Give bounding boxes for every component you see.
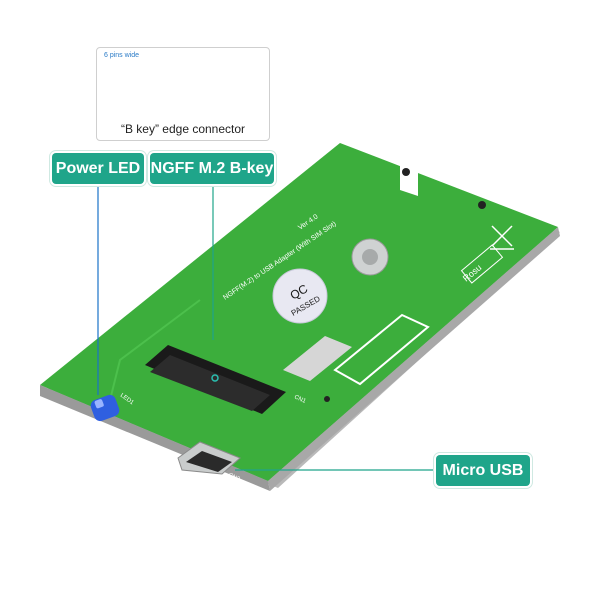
board-edge-right [268, 227, 560, 491]
mount-hole [478, 201, 486, 209]
ngff-callout: NGFF M.2 B-key [150, 153, 274, 184]
pins-width-label: 6 pins wide [104, 52, 140, 59]
sim-slot-outline [333, 313, 430, 386]
cn-label: CN1 [293, 394, 307, 405]
mount-hole [324, 396, 330, 402]
screw-head [362, 249, 378, 265]
qc-passed-sticker [272, 268, 328, 324]
edge-connector-inset: 6 pins wide “B key” edge connector [96, 47, 270, 141]
sim-contacts [283, 336, 352, 381]
m2-key-marker [211, 374, 219, 382]
weee-bin-icon [490, 225, 514, 250]
mount-hole [402, 168, 410, 176]
power-led-callout: Power LED [52, 153, 144, 184]
m2-connector-slot [150, 355, 270, 411]
board-notch [400, 162, 418, 196]
pcb-trace [109, 299, 201, 401]
brand-box [460, 244, 504, 284]
micro-usb-callout: Micro USB [436, 455, 530, 486]
led-highlight [94, 399, 104, 409]
cn2-label: CN2 [227, 472, 241, 483]
micro-usb-opening [186, 451, 232, 472]
inset-caption: “B key” edge connector [120, 122, 246, 136]
